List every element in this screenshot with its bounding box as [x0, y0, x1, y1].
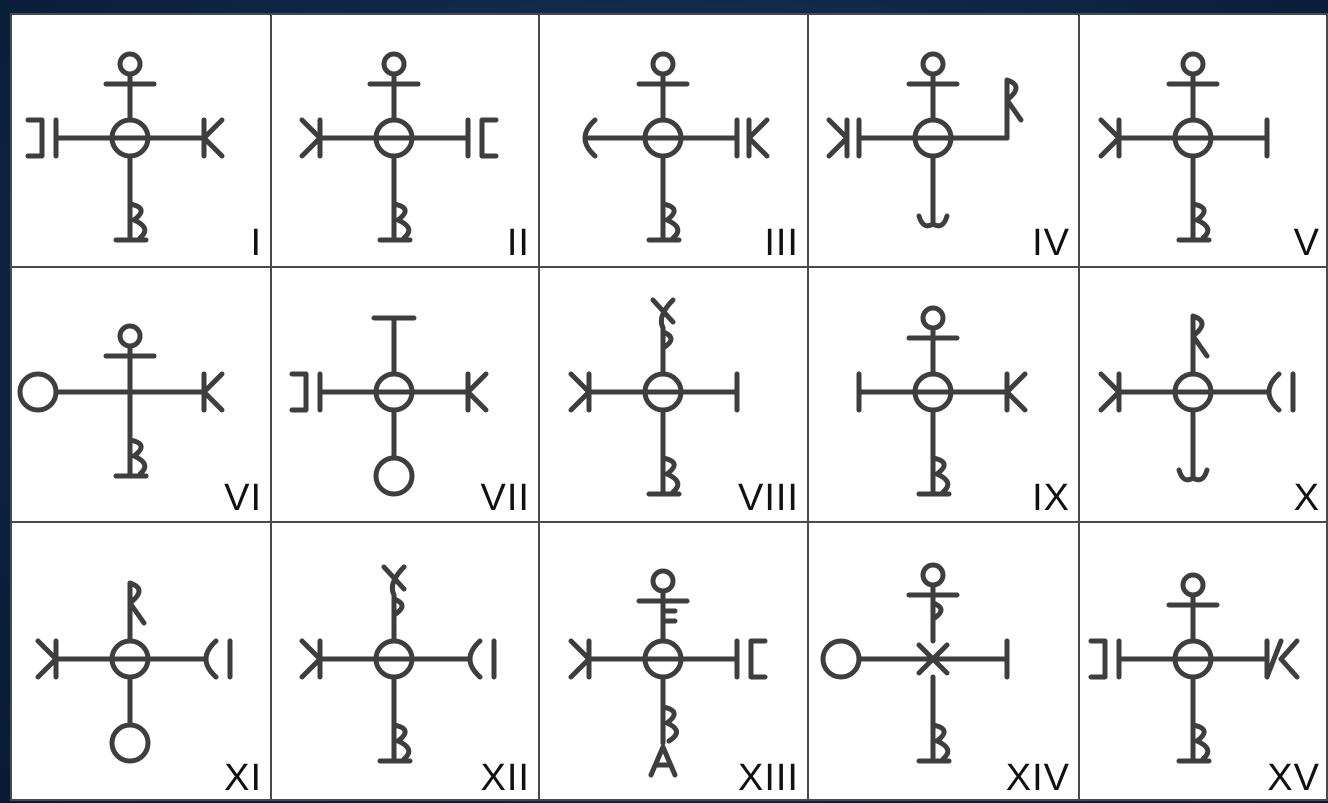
top-x-glyph	[384, 567, 404, 595]
top-r-glyph	[1007, 80, 1021, 138]
monogram-panel-i: I	[10, 13, 270, 266]
panel-numeral: IV	[1032, 224, 1070, 262]
top-loop-glyph	[1183, 54, 1203, 74]
cross-monogram-icon	[1078, 13, 1328, 266]
side-e-glyph	[292, 374, 306, 410]
monogram-panel-ii: II	[270, 13, 538, 266]
panel-numeral: VII	[481, 479, 530, 517]
monogram-panel-viii: VIII	[538, 266, 807, 521]
bottom-ring-glyph	[376, 458, 412, 494]
monogram-panel-xv: XV	[1078, 521, 1328, 801]
top-r-glyph	[130, 583, 144, 641]
monogram-panel-v: V	[1078, 13, 1328, 266]
top-p-glyph	[394, 595, 402, 641]
top-loop-glyph	[120, 54, 140, 74]
side-k-glyph	[204, 374, 222, 410]
side-theta-glyph	[823, 641, 859, 677]
monogram-table: IIIIIIIVVVIVIIVIIIIXXXIXIIXIIIXIVXV	[10, 13, 1328, 801]
cross-monogram-icon	[270, 13, 538, 266]
side-k-glyph	[468, 374, 486, 410]
side-k-glyph	[38, 641, 56, 677]
panel-numeral: III	[764, 224, 799, 262]
monogram-panel-ix: IX	[807, 266, 1078, 521]
side-k-glyph	[571, 641, 589, 677]
top-x-glyph	[653, 300, 673, 328]
bottom-b-glyph	[649, 410, 679, 494]
monogram-panel-x: X	[1078, 266, 1328, 521]
monogram-panel-vii: VII	[270, 266, 538, 521]
panel-numeral: I	[250, 224, 262, 262]
panel-numeral: V	[1294, 224, 1320, 262]
top-p-glyph	[663, 328, 671, 374]
bottom-b-glyph	[919, 677, 949, 761]
side-k-glyph	[204, 120, 222, 156]
bottom-anchor-glyph	[919, 156, 947, 226]
side-k-glyph	[829, 120, 847, 156]
side-k-glyph	[571, 374, 589, 410]
monogram-panel-iv: IV	[807, 13, 1078, 266]
side-ei-glyph	[470, 641, 494, 677]
bottom-anchor-glyph	[1179, 410, 1207, 480]
top-loop-glyph	[1183, 575, 1203, 595]
bottom-ring-glyph	[112, 725, 148, 761]
side-k-glyph	[749, 120, 767, 156]
cross-monogram-icon	[10, 13, 270, 266]
cross-monogram-icon	[1078, 266, 1328, 521]
bottom-b-glyph	[663, 677, 677, 743]
side-k-glyph	[1101, 120, 1119, 156]
top-loop-glyph	[384, 54, 404, 74]
side-theta-glyph	[20, 374, 56, 410]
side-e-glyph	[751, 641, 765, 677]
panel-numeral: XIII	[738, 759, 799, 797]
monogram-panel-xiv: XIV	[807, 521, 1078, 801]
top-loop-glyph	[923, 565, 943, 585]
monogram-panel-xi: XI	[10, 521, 270, 801]
top-loop-glyph	[653, 571, 673, 591]
panel-numeral: VIII	[738, 479, 799, 517]
panel-numeral: II	[507, 224, 530, 262]
side-k-glyph	[302, 120, 320, 156]
bottom-b-glyph	[649, 156, 679, 240]
bottom-a-glyph	[651, 747, 675, 775]
side-k-glyph	[1101, 374, 1119, 410]
bottom-b-glyph	[380, 156, 410, 240]
side-k-glyph	[1007, 374, 1025, 410]
top-r-glyph	[1193, 316, 1207, 374]
panel-numeral: IX	[1032, 479, 1070, 517]
monogram-panel-vi: VI	[10, 266, 270, 521]
panel-numeral: XI	[224, 759, 262, 797]
bottom-b-glyph	[1179, 156, 1209, 240]
panel-numeral: XV	[1267, 759, 1320, 797]
monogram-panel-xiii: XIII	[538, 521, 807, 801]
top-loop-glyph	[923, 54, 943, 74]
side-ei-glyph	[206, 641, 230, 677]
side-e-glyph	[28, 120, 42, 156]
top-loop-glyph	[923, 308, 943, 328]
top-loop-glyph	[653, 54, 673, 74]
monogram-panel-iii: III	[538, 13, 807, 266]
side-e-glyph	[1091, 641, 1105, 677]
top-loop-glyph	[120, 326, 140, 346]
side-ei-glyph	[1269, 374, 1293, 410]
bottom-b-glyph	[116, 156, 146, 240]
bottom-b-glyph	[116, 392, 146, 476]
panel-numeral: XII	[481, 759, 530, 797]
monogram-panel-xii: XII	[270, 521, 538, 801]
bottom-b-glyph	[919, 410, 949, 494]
bottom-b-glyph	[1179, 677, 1209, 761]
panel-numeral: XIV	[1006, 759, 1070, 797]
panel-numeral: VI	[224, 479, 262, 517]
side-k-glyph	[302, 641, 320, 677]
top-tee-glyph	[374, 318, 414, 374]
bottom-b-glyph	[380, 677, 410, 761]
side-nk-glyph	[1267, 641, 1297, 677]
panel-numeral: X	[1294, 479, 1320, 517]
side-e-glyph	[482, 120, 496, 156]
